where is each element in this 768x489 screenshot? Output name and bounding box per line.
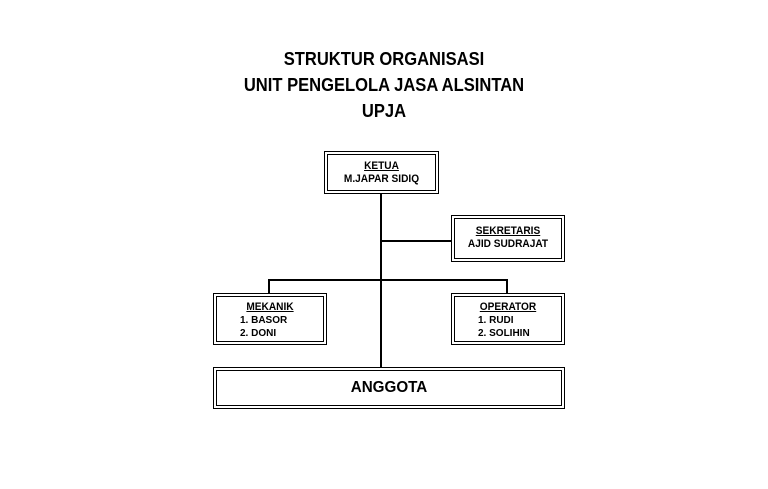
- connector-operator: [506, 279, 508, 294]
- mekanik-heading: MEKANIK: [246, 301, 294, 313]
- operator-member-list: 1. RUDI 2. SOLIHIN: [478, 314, 564, 340]
- connector-sekretaris: [381, 240, 451, 242]
- operator-member: 2. SOLIHIN: [478, 328, 530, 339]
- anggota-box: ANGGOTA: [213, 367, 565, 409]
- anggota-label: ANGGOTA: [350, 379, 428, 396]
- sekretaris-name: AJID SUDRAJAT: [467, 238, 549, 250]
- chart-title-line-3: UPJA: [361, 101, 407, 121]
- chart-title-line-1: STRUKTUR ORGANISASI: [283, 49, 485, 69]
- mekanik-member-list: 1. BASOR 2. DONI: [240, 314, 326, 340]
- mekanik-box: MEKANIK 1. BASOR 2. DONI: [213, 293, 327, 345]
- operator-heading: OPERATOR: [479, 301, 537, 313]
- ketua-box: KETUA M.JAPAR SIDIQ: [324, 151, 439, 194]
- sekretaris-heading: SEKRETARIS: [475, 225, 541, 237]
- mekanik-member: 2. DONI: [240, 328, 277, 339]
- ketua-heading: KETUA: [364, 160, 399, 172]
- ketua-name: M.JAPAR SIDIQ: [343, 173, 420, 185]
- sekretaris-box: SEKRETARIS AJID SUDRAJAT: [451, 215, 565, 262]
- mekanik-member: 1. BASOR: [240, 315, 288, 326]
- connector-horizontal-bar: [268, 279, 508, 281]
- chart-title-line-2: UNIT PENGELOLA JASA ALSINTAN: [243, 75, 525, 95]
- operator-box: OPERATOR 1. RUDI 2. SOLIHIN: [451, 293, 565, 345]
- connector-mekanik: [268, 279, 270, 294]
- operator-member: 1. RUDI: [478, 315, 514, 326]
